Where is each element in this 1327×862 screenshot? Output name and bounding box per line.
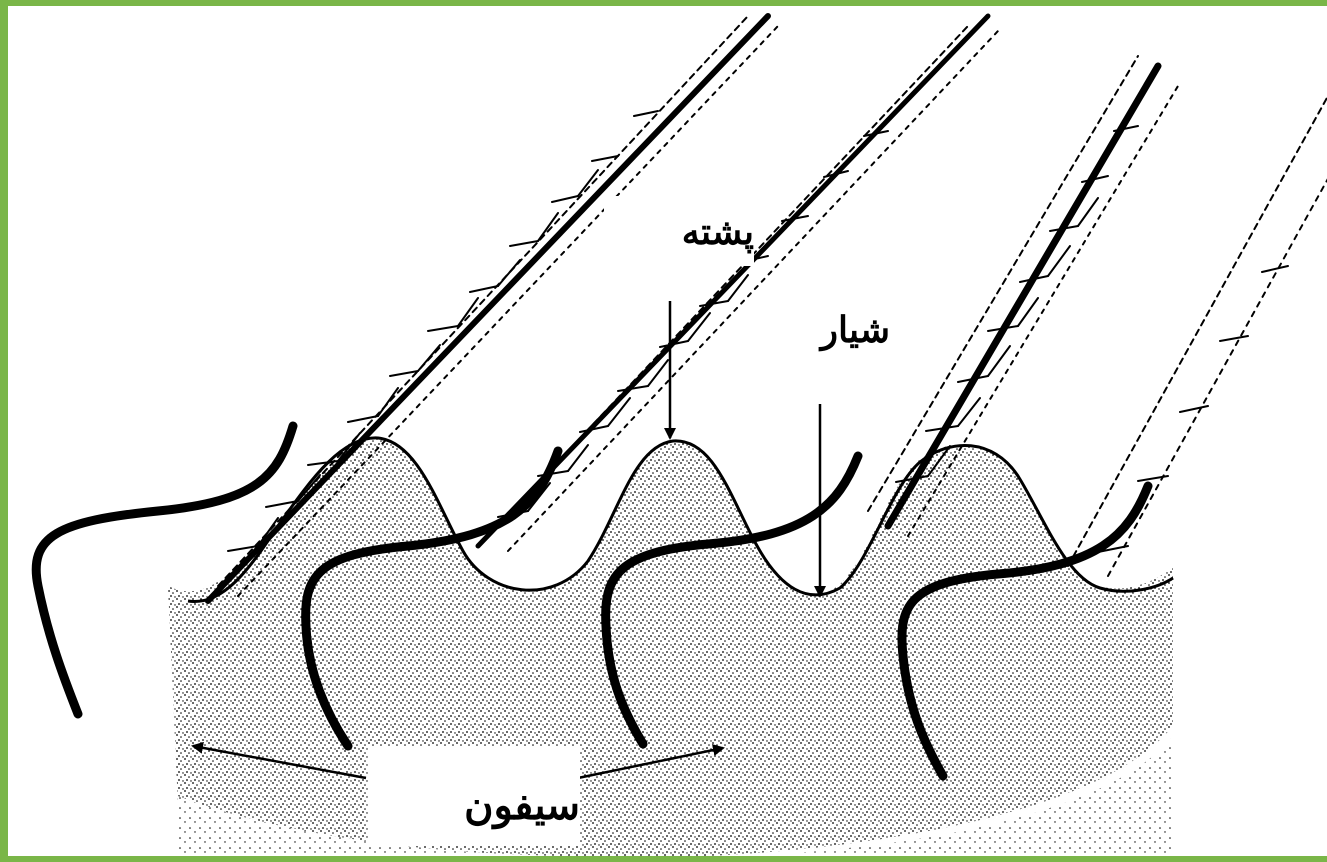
soil-body [168, 438, 1173, 857]
furrow-label: شیار [760, 298, 890, 364]
furrow-irrigation-diagram [8, 6, 1327, 862]
siphon-label: سیفون [368, 746, 580, 846]
crop-row-4 [1068, 96, 1327, 576]
ridge-label: پشته [604, 196, 754, 266]
